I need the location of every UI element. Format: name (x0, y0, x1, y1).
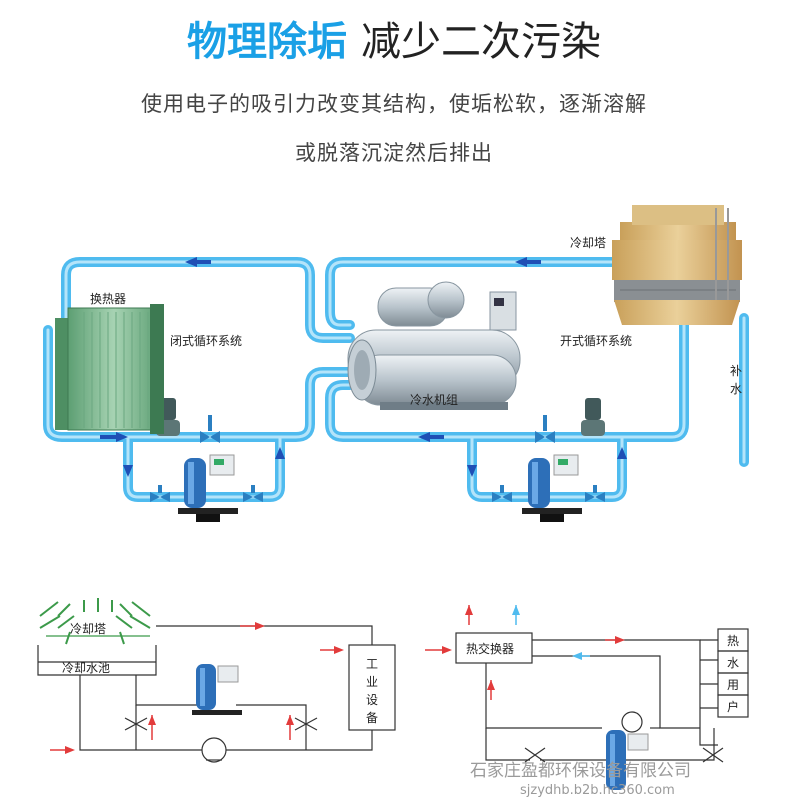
page-title: 物理除垢减少二次污染 (0, 18, 788, 66)
flow-arrow-icon (275, 447, 285, 459)
subtitle-line-1: 使用电子的吸引力改变其结构，使垢松软，逐渐溶解 (141, 92, 647, 116)
bottom-left-arrows (50, 622, 344, 754)
bottom-left-schematic (37, 598, 396, 763)
hot-water-box-4 (717, 694, 749, 718)
descaler-left (178, 454, 238, 522)
bl-equip-char-2: 业 (366, 675, 378, 689)
makeup-water-char-2: 水 (730, 382, 742, 396)
bottom-left-descaler (192, 664, 242, 715)
subtitle-line-2: 或脱落沉淀然后排出 (295, 141, 493, 165)
flow-arrow-icon (527, 260, 541, 264)
valve-icon (492, 485, 512, 502)
descaler-right (522, 454, 582, 522)
flow-arrows (100, 257, 627, 477)
bottom-right-descaler (606, 730, 649, 790)
valve-icon (585, 485, 605, 502)
bypass-valves (150, 415, 605, 502)
closed-loop-label: 闭式循环系统 (170, 334, 242, 348)
pump-symbol (201, 737, 227, 763)
flow-arrow-icon (430, 435, 444, 439)
bl-cooling-pool-label: 冷却水池 (62, 661, 110, 675)
br-heat-exchanger-label: 热交换器 (466, 641, 514, 656)
br-hot-water-char-1: 热 (727, 634, 739, 648)
cooling-tower-unit (612, 205, 742, 325)
open-loop-label: 开式循环系统 (560, 334, 632, 348)
cooling-tower-label: 冷却塔 (570, 236, 606, 250)
makeup-water-char-1: 补 (730, 364, 742, 378)
flow-arrow-icon (418, 432, 430, 442)
valve-icon (535, 415, 555, 443)
pump-right (581, 398, 605, 436)
br-hot-water-char-2: 水 (727, 656, 739, 670)
valve-icon (200, 415, 220, 443)
flow-arrow-icon (185, 257, 197, 267)
bottom-right-arrows (425, 605, 625, 700)
title-rest: 减少二次污染 (361, 19, 601, 65)
flow-arrow-icon (467, 465, 477, 477)
flow-arrow-icon (617, 447, 627, 459)
br-hot-water-char-4: 户 (727, 699, 739, 714)
br-hot-water-char-3: 用 (727, 678, 739, 692)
flow-arrow-icon (116, 432, 128, 442)
tower-fin (39, 601, 59, 617)
pump-symbol (621, 711, 643, 733)
bl-equip-char-3: 设 (366, 693, 378, 707)
bl-equip-char-4: 备 (366, 711, 378, 725)
bl-cooling-tower-label: 冷却塔 (70, 622, 106, 636)
heat-exchanger-unit (55, 304, 164, 434)
bl-equip-char-1: 工 (366, 657, 378, 671)
flow-arrow-icon (100, 435, 116, 439)
bottom-right-schematic (455, 628, 749, 763)
flow-arrow-icon (197, 260, 211, 264)
chiller-unit (347, 281, 521, 410)
valve-icon (150, 485, 170, 502)
watermark-company: 石家庄盈都环保设备有限公司 (470, 761, 691, 781)
valve-icon (243, 485, 263, 502)
flow-arrow-icon (123, 465, 133, 477)
heat-exchanger-label: 换热器 (90, 292, 126, 306)
title-highlight: 物理除垢 (187, 19, 347, 65)
industrial-equipment-box (348, 644, 396, 731)
flow-arrow-icon (515, 257, 527, 267)
chiller-label: 冷水机组 (410, 393, 458, 407)
open-loop-top-pipe (325, 257, 630, 330)
watermark-url: sjzydhb.b2b.hc360.com (520, 783, 675, 798)
heat-exchanger-box (455, 632, 533, 664)
